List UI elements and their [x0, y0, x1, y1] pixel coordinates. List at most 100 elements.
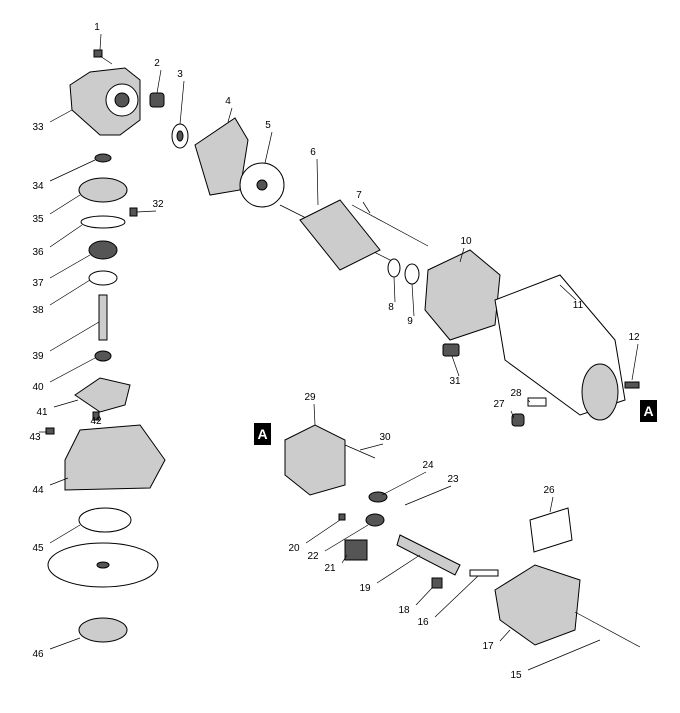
leader-line: [305, 519, 341, 544]
part-number-label: 10: [460, 236, 472, 247]
leader-line: [49, 279, 91, 306]
part-number-label: 28: [510, 388, 522, 399]
part-number-label: 46: [32, 649, 44, 660]
part-number-label: 27: [493, 399, 505, 410]
leader-line: [49, 637, 81, 650]
part-number-label: 33: [32, 122, 44, 133]
fan: [239, 162, 285, 208]
part-number-label: 44: [32, 485, 44, 496]
part-number-label: 41: [36, 407, 48, 418]
leader-line: [459, 247, 465, 263]
part-number-label: 40: [32, 382, 44, 393]
leader-line: [136, 210, 157, 213]
part-number-label: 31: [449, 376, 461, 387]
part-number-label: 20: [288, 543, 300, 554]
leader-line: [49, 109, 73, 123]
part-number-label: 4: [225, 96, 231, 107]
leader-line: [49, 254, 91, 279]
bearing-3: [171, 123, 189, 149]
part-number-label: 11: [573, 300, 584, 311]
leader-line: [434, 575, 479, 618]
leader-line: [527, 399, 531, 403]
leader-line: [49, 477, 69, 486]
switch-lever: [442, 343, 460, 357]
motor-housing: [494, 274, 626, 421]
section-marker-label: A: [257, 426, 267, 442]
part-number-label: 5: [265, 120, 271, 131]
switch-assembly: [284, 424, 641, 648]
leader-line: [49, 524, 81, 544]
leader-line: [95, 415, 101, 421]
part-number-label: 35: [32, 214, 44, 225]
part-number-label: 6: [310, 147, 316, 158]
baffle-plate: [194, 117, 249, 196]
leader-line: [324, 524, 369, 552]
part-number-label: 32: [152, 199, 164, 210]
leader-line: [341, 554, 348, 564]
part-number-label: 37: [32, 278, 44, 289]
part-number-label: 34: [32, 181, 44, 192]
leader-line: [179, 80, 185, 125]
part-number-label: 23: [447, 474, 459, 485]
part-number-label: 21: [324, 563, 336, 574]
bolt-1: [93, 49, 113, 65]
part-number-label: 26: [543, 485, 555, 496]
part-number-label: 30: [379, 432, 391, 443]
part-number-label: 22: [307, 551, 319, 562]
section-marker-box: [640, 400, 657, 422]
leader-line: [381, 471, 427, 496]
part-number-label: 3: [177, 69, 183, 80]
part-number-label: 24: [422, 460, 434, 471]
leader-line: [49, 194, 81, 215]
leader-line: [227, 107, 233, 123]
leader-line: [99, 33, 102, 51]
left-column-parts: [45, 153, 166, 643]
part-number-label: 2: [154, 58, 160, 69]
leader-line: [49, 159, 96, 182]
spring-28-cap-27: [511, 397, 547, 427]
part-number-label: 15: [510, 670, 522, 681]
leader-line: [49, 321, 100, 352]
part-number-label: 9: [407, 316, 413, 327]
leader-line: [376, 554, 421, 584]
part-number-label: 18: [398, 605, 410, 616]
section-marker-box: [254, 423, 271, 445]
leader-line: [510, 410, 515, 419]
leader-line: [393, 276, 396, 303]
section-marker-label: A: [643, 403, 653, 419]
leader-line: [53, 399, 79, 408]
part-number-label: 36: [32, 247, 44, 258]
part-number-label: 38: [32, 305, 44, 316]
part-number-label: 39: [32, 351, 44, 362]
leader-line: [499, 629, 511, 642]
part-number-label: 7: [356, 190, 362, 201]
part-number-label: 8: [388, 302, 394, 313]
part-number-label: 43: [29, 432, 41, 443]
leader-line: [527, 639, 601, 671]
leader-line: [415, 587, 433, 606]
screw-7: [351, 204, 429, 247]
armature: [279, 199, 401, 271]
part-number-label: 12: [628, 332, 640, 343]
leader-line: [264, 131, 273, 164]
part-number-label: 29: [304, 392, 316, 403]
leader-line: [411, 283, 415, 317]
bearings-8-9: [387, 258, 420, 285]
leader-line: [313, 403, 316, 426]
leader-line: [49, 224, 83, 248]
leader-line: [549, 496, 554, 513]
part-number-label: 16: [417, 617, 429, 628]
part-number-label: 1: [94, 22, 100, 33]
field: [424, 249, 501, 341]
leader-line: [631, 343, 639, 381]
leader-line: [559, 284, 577, 301]
part-number-label: 45: [32, 543, 44, 554]
gear-housing: [69, 67, 141, 136]
pin-12: [624, 381, 640, 389]
leader-line: [316, 158, 319, 206]
leader-line: [404, 485, 452, 506]
part-number-label: 42: [90, 416, 102, 427]
leader-line: [451, 355, 460, 377]
